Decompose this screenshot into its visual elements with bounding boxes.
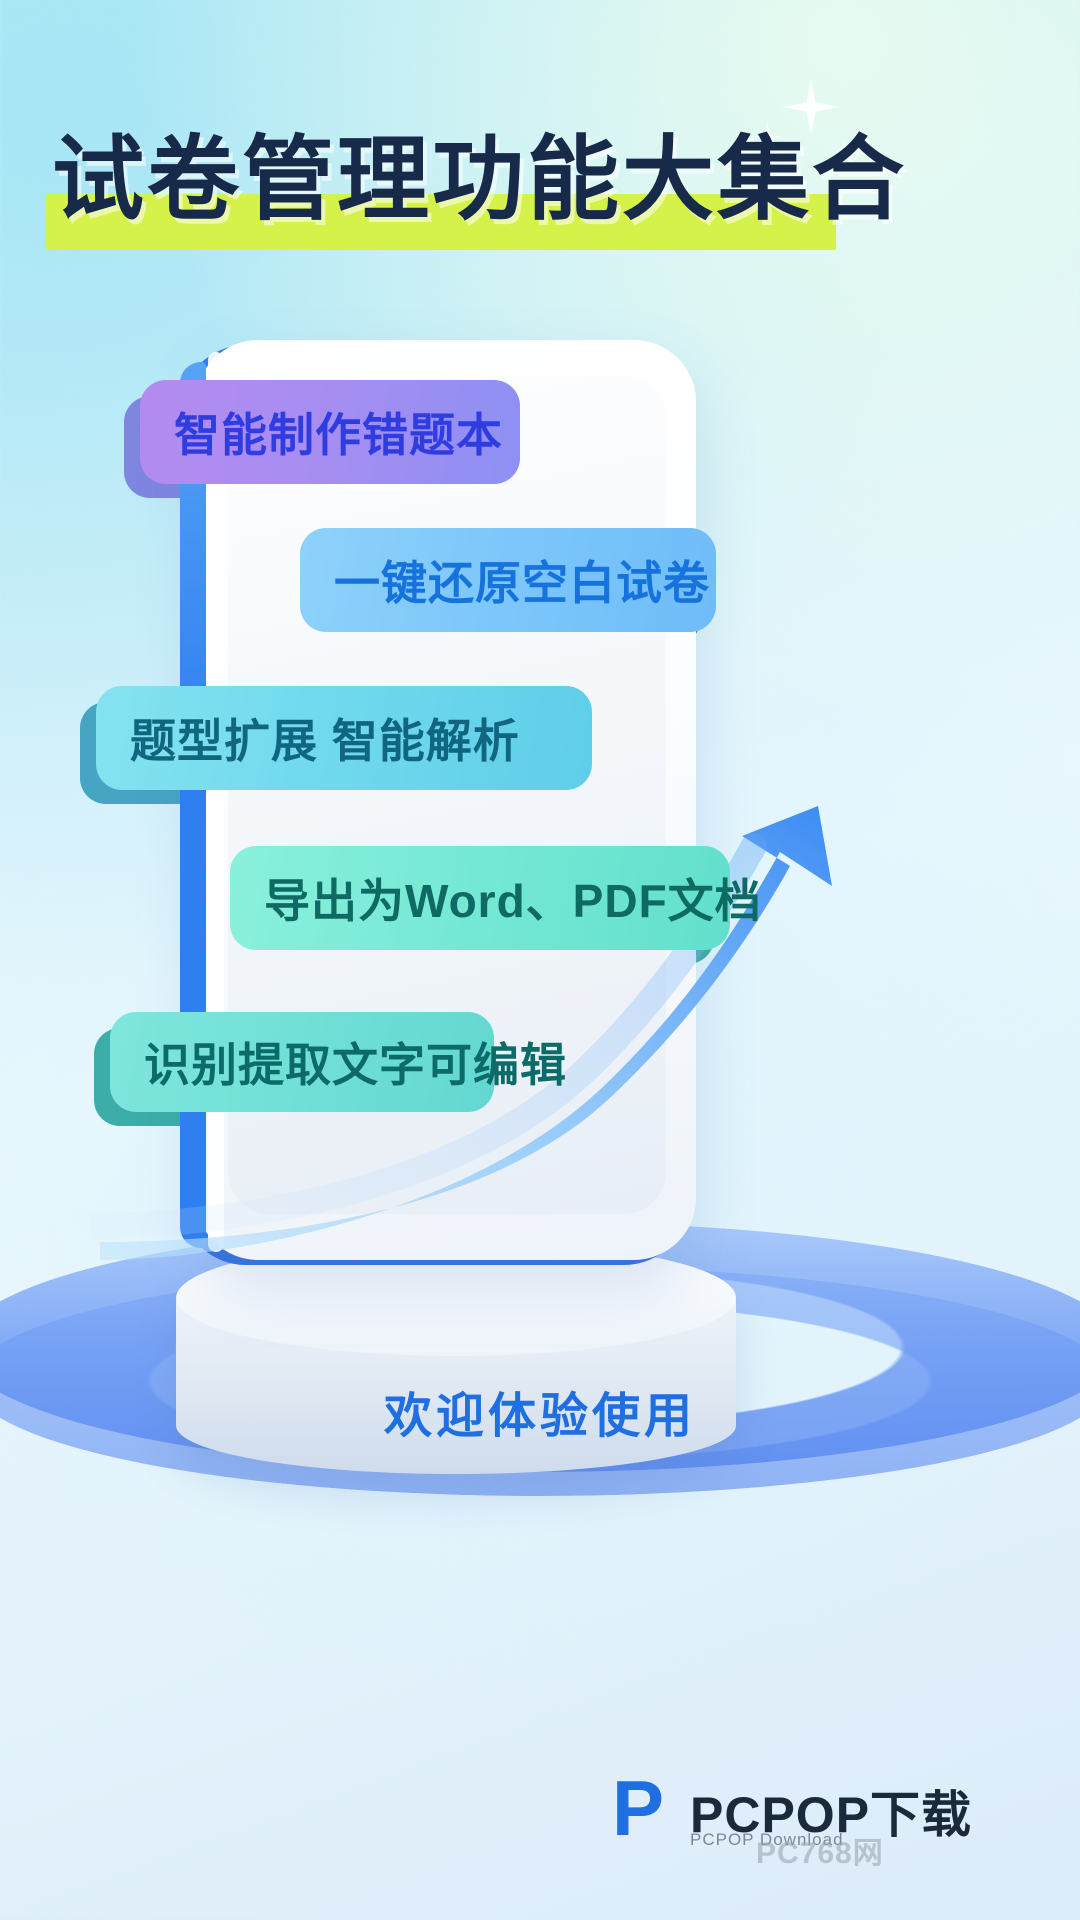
feature-pill-1[interactable]: 智能制作错题本	[124, 380, 520, 498]
podium-stage	[0, 1180, 1080, 1600]
sparkle-small-icon	[836, 140, 854, 158]
sparkle-large-icon	[782, 78, 840, 136]
feature-pill-5-label: 识别提取文字可编辑	[144, 1039, 567, 1091]
feature-pill-2[interactable]: 一键还原空白试卷	[284, 528, 716, 646]
feature-pill-2-label: 一键还原空白试卷	[334, 557, 710, 609]
footer-cta-text: 欢迎体验使用	[383, 1390, 696, 1443]
logo-p-mark-icon: P	[612, 1764, 680, 1852]
feature-pill-4[interactable]: 导出为Word、PDF文档	[214, 846, 761, 964]
site-watermark: PC768网	[756, 1837, 884, 1870]
feature-pill-3[interactable]: 题型扩展 智能解析	[80, 686, 592, 804]
logo-tagline: PCPOP Download	[690, 1830, 844, 1849]
logo-letter: P	[612, 1764, 665, 1852]
feature-pill-1-label: 智能制作错题本	[174, 409, 503, 461]
feature-pill-5[interactable]: 识别提取文字可编辑	[94, 1012, 566, 1126]
feature-pill-4-label: 导出为Word、PDF文档	[264, 875, 762, 927]
headline-highlight-bar	[46, 194, 836, 250]
logo-wordmark: PCPOP下载	[690, 1787, 973, 1843]
feature-pill-3-label: 题型扩展 智能解析	[130, 715, 520, 767]
pcpop-logo: P PCPOP下载 PCPOP Download	[612, 1768, 1032, 1854]
page-title: 试卷管理功能大集合	[52, 129, 908, 231]
headline-block: 试卷管理功能大集合	[0, 129, 1080, 260]
sparkle-medium-icon	[752, 122, 782, 152]
